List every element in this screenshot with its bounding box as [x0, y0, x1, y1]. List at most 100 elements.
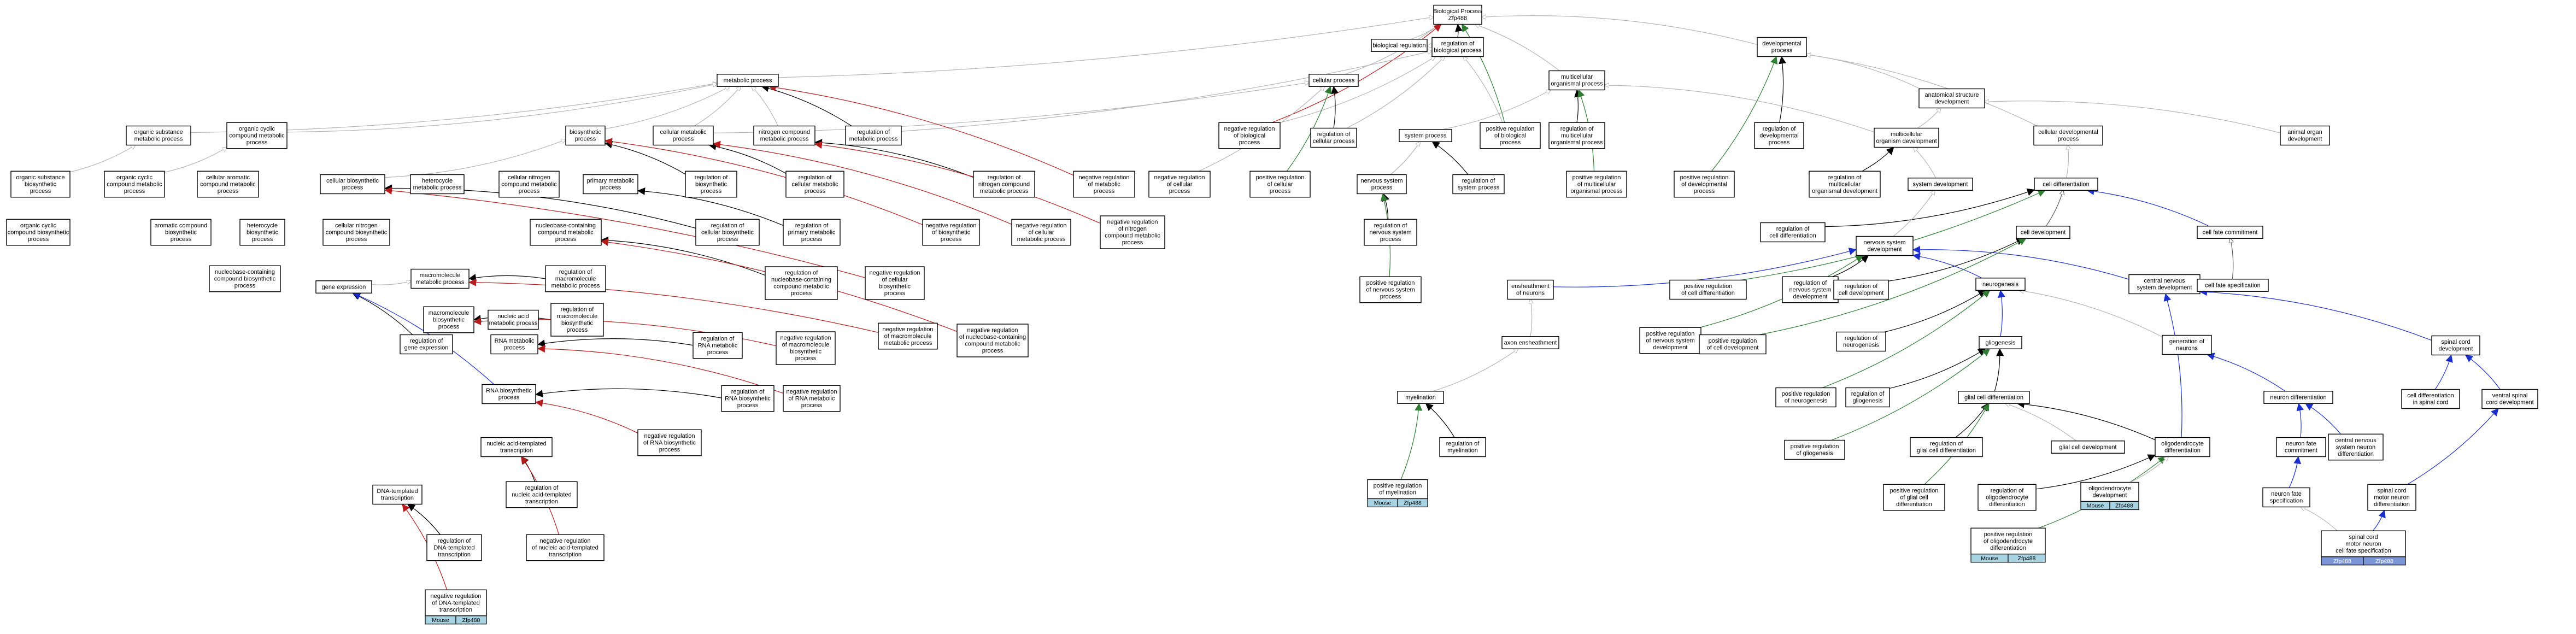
go-term-cellular-process[interactable]: cellular process	[1308, 74, 1359, 87]
go-term-biological-regulation[interactable]: biological regulation	[1371, 39, 1428, 52]
go-term-neurogenesis[interactable]: neurogenesis	[1975, 278, 2026, 291]
go-term-reg-macromolecule-bp[interactable]: regulation ofmacromoleculebiosyntheticpr…	[550, 303, 604, 337]
go-term-cell-fate-commitment[interactable]: cell fate commitment	[2197, 226, 2263, 239]
go-term-myelination[interactable]: myelination	[1397, 391, 1444, 404]
go-term-cell-fate-specification[interactable]: cell fate specification	[2197, 279, 2269, 292]
go-term-cell-differentiation[interactable]: cell differentiation	[2034, 178, 2098, 191]
go-term-cell-development[interactable]: cell development	[2016, 226, 2070, 239]
go-term-reg-oligodendrocyte-differentiation[interactable]: regulation ofoligodendrocytedifferentiat…	[1978, 484, 2037, 511]
go-term-reg-nucleobase-cmp[interactable]: regulation ofnucleobase-containingcompou…	[765, 266, 838, 300]
go-term-gliogenesis[interactable]: gliogenesis	[1979, 336, 2022, 349]
go-term-neuron-differentiation[interactable]: neuron differentiation	[2263, 391, 2333, 404]
go-term-gene-expression[interactable]: gene expression	[315, 280, 372, 293]
go-term-axon-ensheathment[interactable]: axon ensheathment	[1501, 336, 1559, 349]
go-term-glial-cell-development[interactable]: glial cell development	[2051, 441, 2125, 454]
go-term-metabolic-process[interactable]: metabolic process	[717, 74, 779, 87]
go-term-system-development[interactable]: system development	[1908, 178, 1973, 191]
